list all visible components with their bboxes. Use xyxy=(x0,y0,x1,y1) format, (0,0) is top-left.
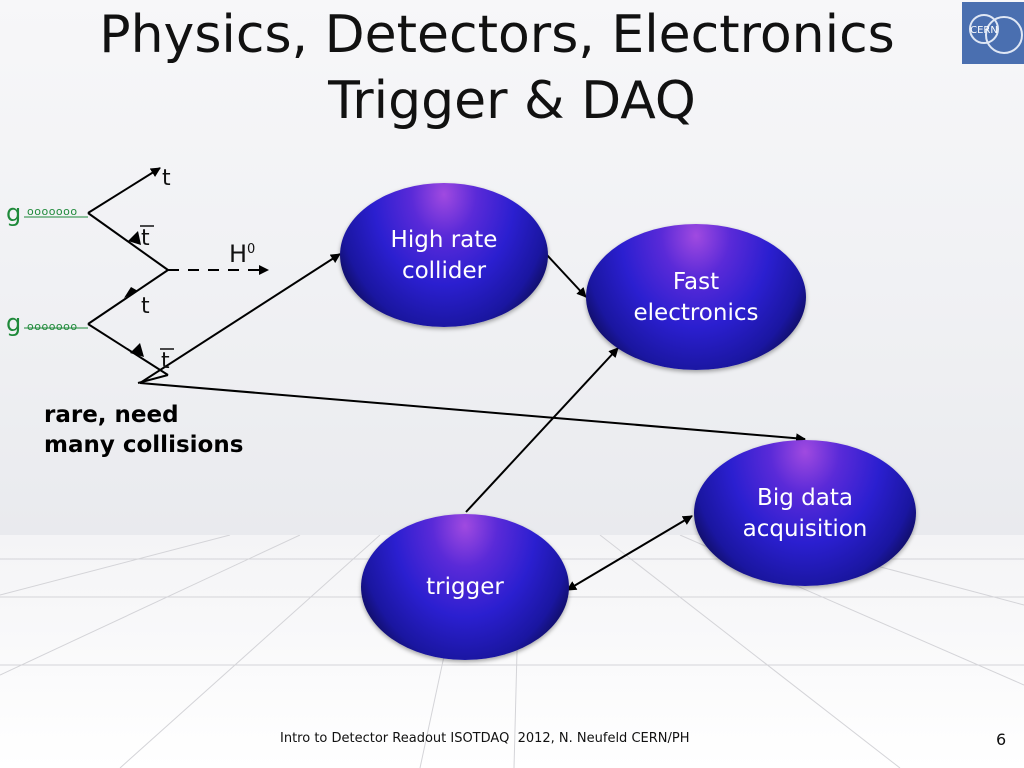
node-trigger: trigger xyxy=(361,514,569,660)
antitop-line-2 xyxy=(87,323,169,376)
antitop-2-arrowhead xyxy=(130,343,144,357)
title-line-2: Trigger & DAQ xyxy=(328,71,696,131)
page-number: 6 xyxy=(996,730,1007,749)
arrow-trigger-to-electronics xyxy=(465,347,619,513)
gluon-top-label: g xyxy=(6,199,22,227)
node-big-data-acquisition: Big data acquisition xyxy=(694,440,916,586)
gluon-bottom-label: g xyxy=(6,309,22,337)
title-line-1: Physics, Detectors, Electronics xyxy=(99,5,895,65)
node-big-data-acquisition-label: Big data acquisition xyxy=(742,485,868,542)
antitop-1-arrowhead xyxy=(128,231,141,245)
top-2-arrowhead xyxy=(124,287,138,298)
higgs-symbol: H xyxy=(229,240,248,268)
top-quark-label-1: t xyxy=(162,166,171,191)
node-trigger-label: trigger xyxy=(426,574,504,600)
arrow-collider-to-electronics xyxy=(545,253,587,298)
rare-note: rare, need many collisions xyxy=(44,400,243,460)
antitop-line-1 xyxy=(87,212,169,271)
top-quark-line-2 xyxy=(87,269,169,325)
node-fast-electronics: Fast electronics xyxy=(586,224,806,370)
cern-logo-text: CERN xyxy=(970,25,998,36)
gluon-top-wavy: ooooooo xyxy=(27,205,78,218)
slide-title: Physics, Detectors, Electronics Trigger … xyxy=(0,2,1024,134)
higgs-label: H0 xyxy=(229,240,255,268)
rare-note-line-2: many collisions xyxy=(44,432,244,458)
top-quark-line-1 xyxy=(87,167,161,214)
top-quark-label-2: t xyxy=(141,294,150,319)
node-fast-electronics-label: Fast electronics xyxy=(633,269,759,326)
gluon-bottom-wavy: ooooooo xyxy=(27,320,78,333)
antitop-label-2: t xyxy=(161,349,170,374)
footer-text: Intro to Detector Readout ISOTDAQ 2012, … xyxy=(280,731,690,746)
antitop-label-1: t xyxy=(141,226,150,251)
cern-logo-icon: CERN xyxy=(962,2,1024,64)
arrow-to-daq xyxy=(139,382,806,444)
arrow-trigger-daq xyxy=(566,515,693,591)
higgs-superscript: 0 xyxy=(247,242,256,257)
rare-note-line-1: rare, need xyxy=(44,402,179,428)
cern-logo: CERN xyxy=(962,2,1024,64)
node-high-rate-collider: High rate collider xyxy=(340,183,548,327)
arrow-to-collider xyxy=(139,253,341,384)
node-high-rate-collider-label: High rate collider xyxy=(390,227,498,284)
